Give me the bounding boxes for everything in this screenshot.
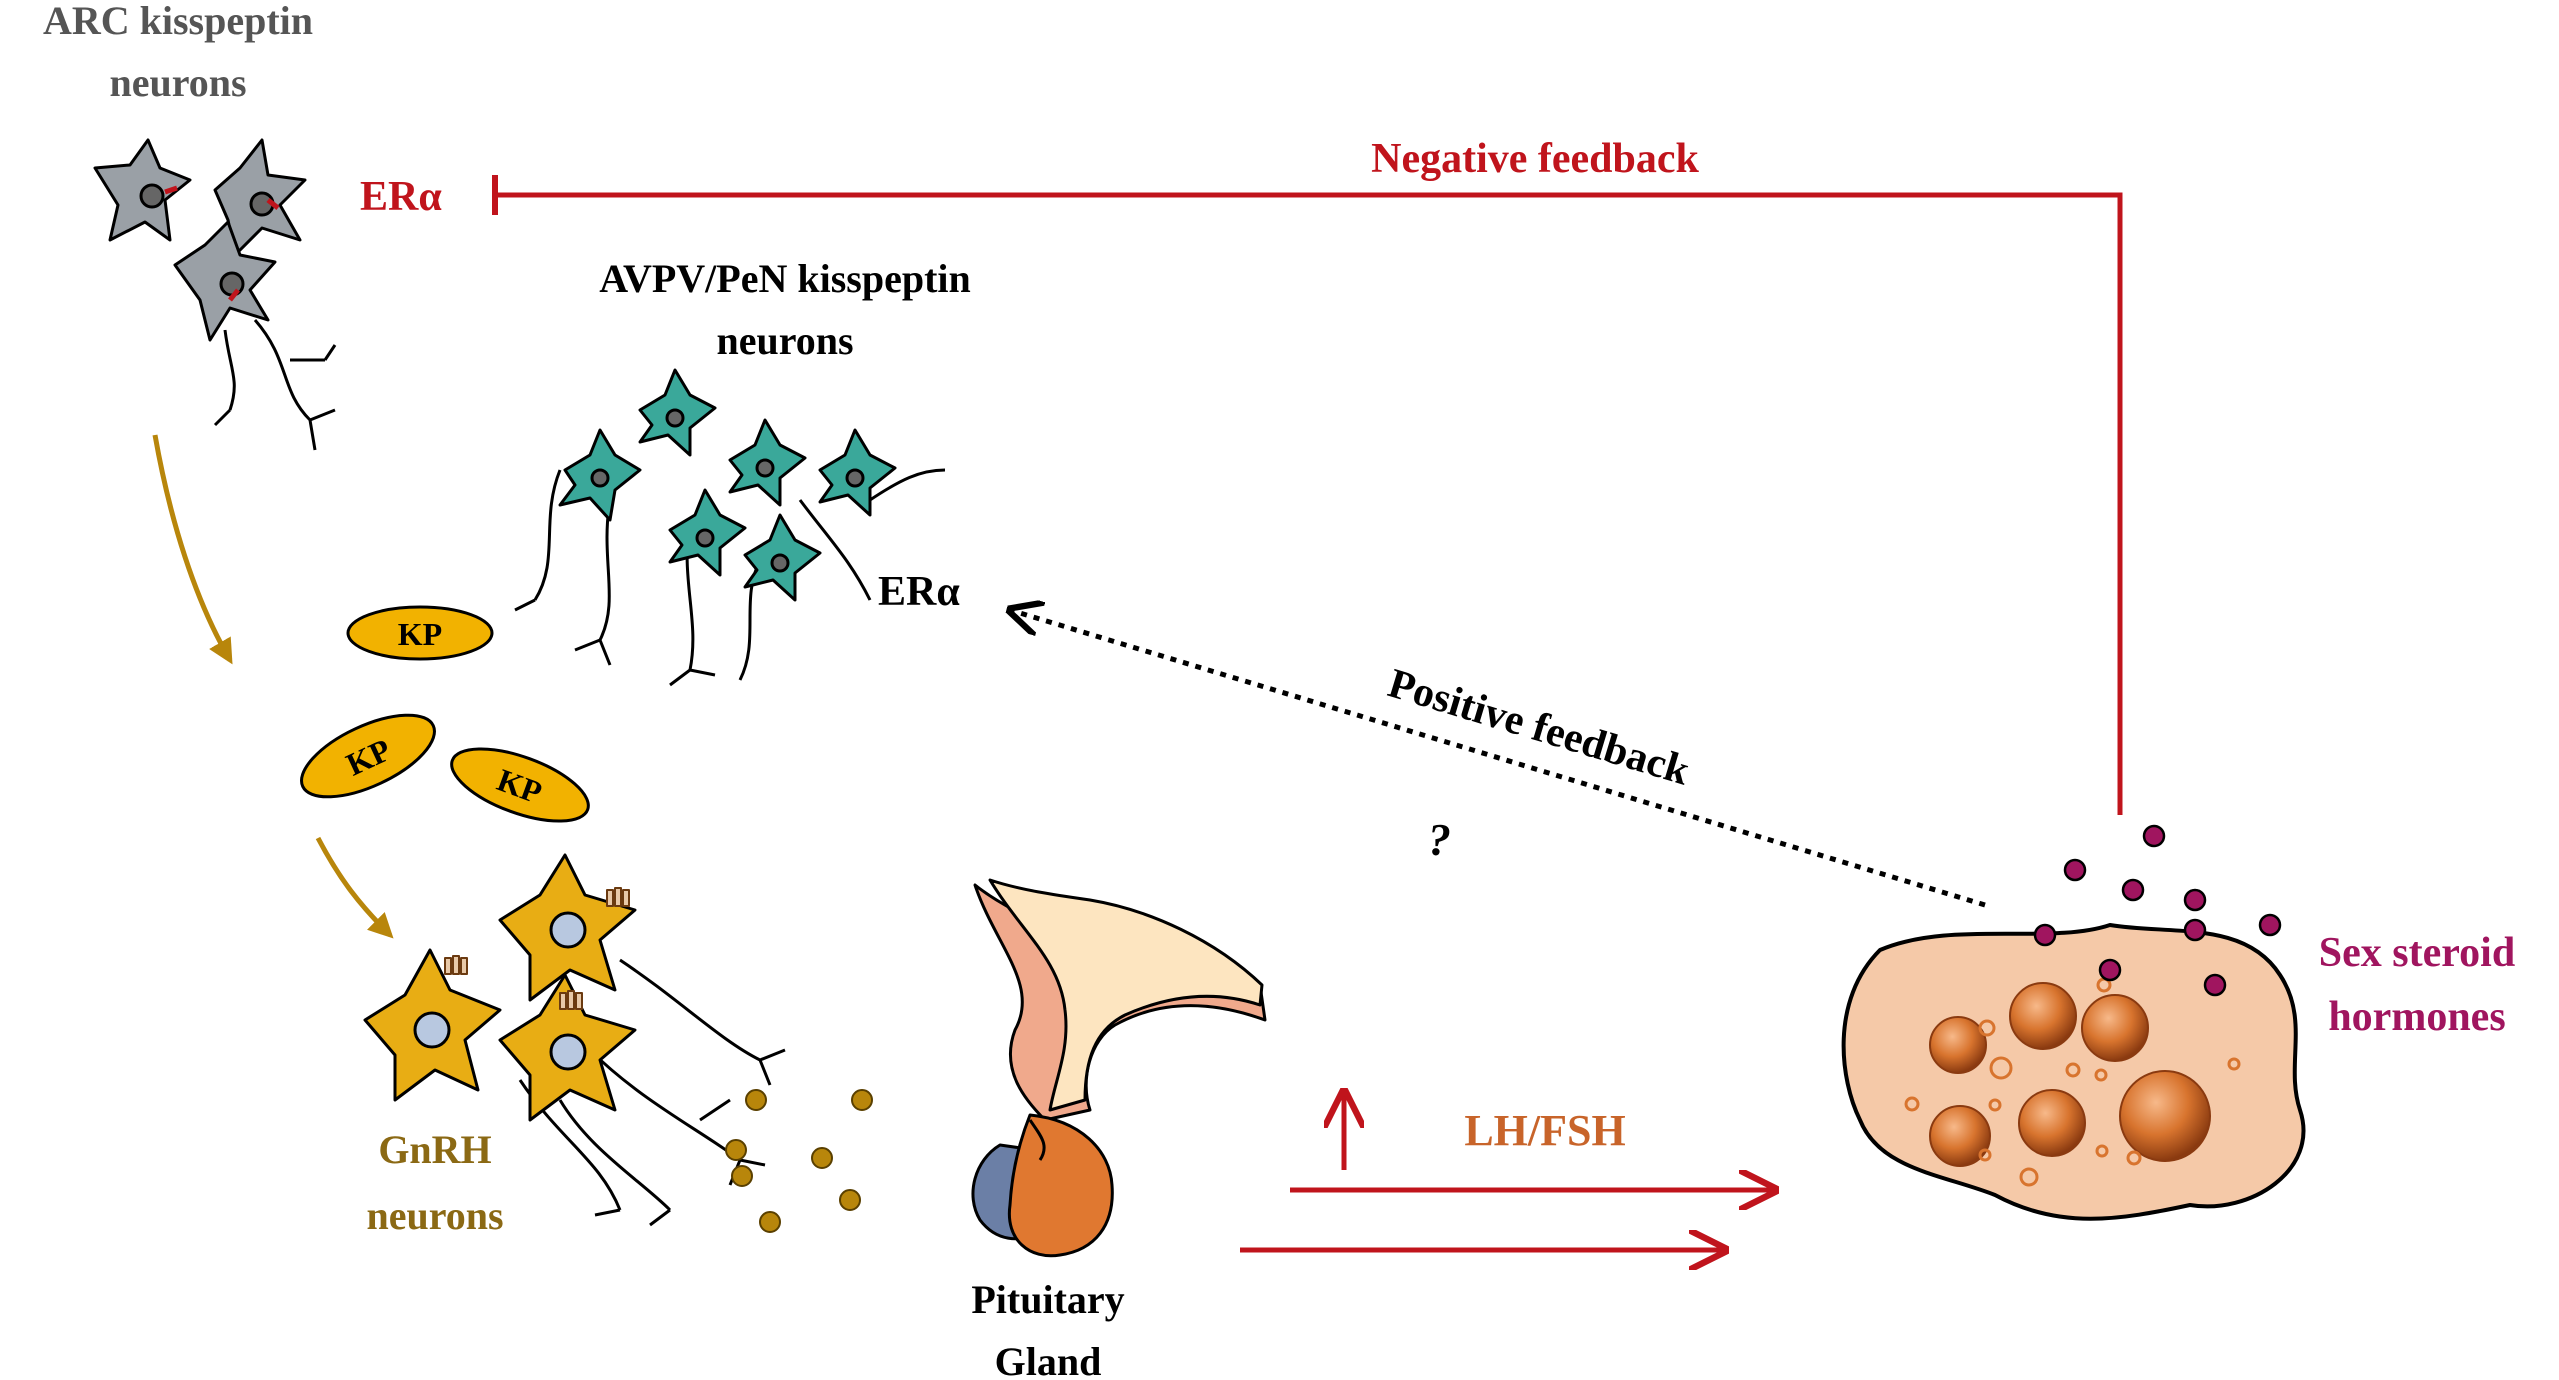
kp-label-1: KP — [398, 616, 442, 652]
sex-steroid-label-line1: Sex steroid — [2319, 930, 2515, 976]
era-label-top: ERα — [360, 174, 442, 220]
kp-peptide-2: KP — [300, 713, 436, 799]
arc-title-line2: neurons — [109, 60, 246, 105]
avpv-title-line1: AVPV/PeN kisspeptin — [599, 256, 971, 301]
question-mark: ? — [1428, 814, 1451, 865]
pituitary-gland — [971, 878, 1267, 1258]
gnrh-label-line2: neurons — [366, 1193, 503, 1238]
negative-feedback-label: Negative feedback — [1371, 136, 1699, 182]
pituitary-label-line2: Gland — [995, 1339, 1102, 1380]
avpv-neuron-cluster — [514, 368, 946, 687]
pituitary-label-line1: Pituitary — [971, 1277, 1124, 1322]
lh-fsh-label: LH/FSH — [1464, 1106, 1625, 1155]
sex-steroid-label-line2: hormones — [2328, 994, 2505, 1040]
gnrh-release-dots — [725, 1089, 873, 1233]
negative-feedback-line — [495, 192, 2123, 815]
kp-peptide-1: KP — [346, 605, 494, 661]
arc-neuron-cluster — [93, 138, 337, 451]
gnrh-neuron-cluster — [363, 853, 786, 1227]
era-label-mid: ERα — [878, 569, 960, 615]
positive-feedback-arrow — [1010, 610, 1986, 908]
arc-to-kp-arrow — [152, 434, 233, 665]
kp-to-gnrh-arrow — [315, 836, 394, 939]
arc-title-line1: ARC kisspeptin — [43, 0, 313, 43]
sex-steroid-dots — [2033, 824, 2282, 997]
positive-feedback-label: Positive feedback — [1383, 661, 1695, 795]
gonad-ovary — [1841, 922, 2306, 1221]
gnrh-label-line1: GnRH — [378, 1127, 491, 1172]
avpv-title-line2: neurons — [716, 318, 853, 363]
kp-peptide-3: KP — [450, 747, 590, 823]
